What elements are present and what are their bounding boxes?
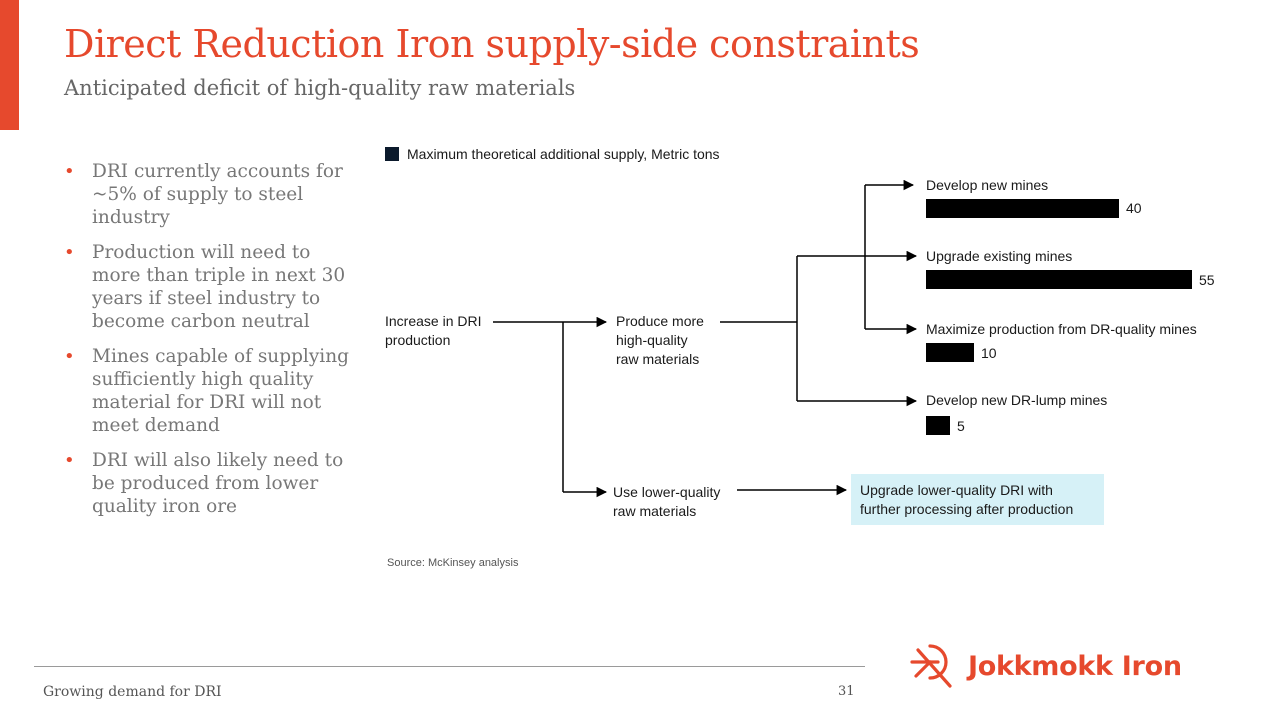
logo-text: Jokkmokk Iron (968, 650, 1182, 682)
bullet-item: • Mines capable of supplying sufficiently… (62, 345, 357, 437)
bullet-text: DRI currently accounts for ~5% of supply… (92, 161, 343, 228)
option-label-dr-lump: Develop new DR-lump mines (926, 392, 1108, 408)
bullet-text: Production will need to more than triple… (92, 242, 346, 332)
bar-value-new-mines: 40 (1126, 200, 1142, 216)
source-note: Source: McKinsey analysis (387, 557, 519, 569)
bullet-item: • DRI currently accounts for ~5% of suppl… (62, 160, 357, 229)
box-line: Upgrade lower-quality DRI with (860, 482, 1053, 498)
bar-dr-lump (926, 416, 950, 435)
box-line: further processing after production (860, 501, 1074, 517)
node-line: high-quality (616, 332, 688, 348)
node-lower-quality: Use lower-quality raw materials (613, 483, 720, 521)
node-dri-increase: Increase in DRI production (385, 312, 481, 350)
legend-swatch (385, 147, 399, 161)
node-line: Use lower-quality (613, 484, 721, 500)
option-label-new-mines: Develop new mines (926, 177, 1049, 193)
node-line: raw materials (613, 503, 697, 519)
node-line: Produce more (616, 313, 704, 329)
bullet-dot-icon: • (64, 346, 75, 367)
bullet-item: • DRI will also likely need to be produce… (62, 449, 357, 518)
company-logo: Jokkmokk Iron (908, 640, 1182, 692)
bullet-dot-icon: • (64, 450, 75, 471)
upgrade-lower-quality-box: Upgrade lower-quality DRI with further p… (851, 474, 1104, 525)
bar-value-maximize-dr: 10 (981, 345, 997, 361)
accent-bar (0, 0, 19, 130)
option-label-upgrade-existing: Upgrade existing mines (926, 248, 1073, 264)
bar-value-dr-lump: 5 (957, 418, 965, 434)
node-line: production (385, 332, 451, 348)
slide-title: Direct Reduction Iron supply-side constr… (64, 22, 920, 66)
bullet-text: DRI will also likely need to be produced… (92, 450, 344, 517)
bullet-item: • Production will need to more than tripl… (62, 241, 357, 333)
node-produce-high-quality: Produce more high-quality raw materials (616, 312, 704, 369)
page-number: 31 (838, 684, 855, 699)
node-line: Increase in DRI (385, 313, 482, 329)
footer-divider (34, 666, 865, 667)
slide-subtitle: Anticipated deficit of high-quality raw … (64, 76, 576, 100)
bullet-dot-icon: • (64, 242, 75, 263)
bullet-text: Mines capable of supplying sufficiently … (92, 346, 349, 436)
legend-label: Maximum theoretical additional supply, M… (407, 146, 720, 162)
option-label-maximize-dr: Maximize production from DR-quality mine… (926, 321, 1197, 337)
footer-section: Growing demand for DRI (43, 684, 222, 700)
diagram-legend: Maximum theoretical additional supply, M… (385, 146, 720, 162)
bullet-dot-icon: • (64, 161, 75, 182)
node-line: raw materials (616, 351, 700, 367)
bullet-list: • DRI currently accounts for ~5% of suppl… (62, 160, 357, 530)
bar-value-upgrade-existing: 55 (1199, 272, 1215, 288)
bar-upgrade-existing (926, 270, 1192, 289)
bar-maximize-dr (926, 343, 974, 362)
logo-mark-icon (910, 644, 952, 688)
bar-new-mines (926, 199, 1119, 218)
